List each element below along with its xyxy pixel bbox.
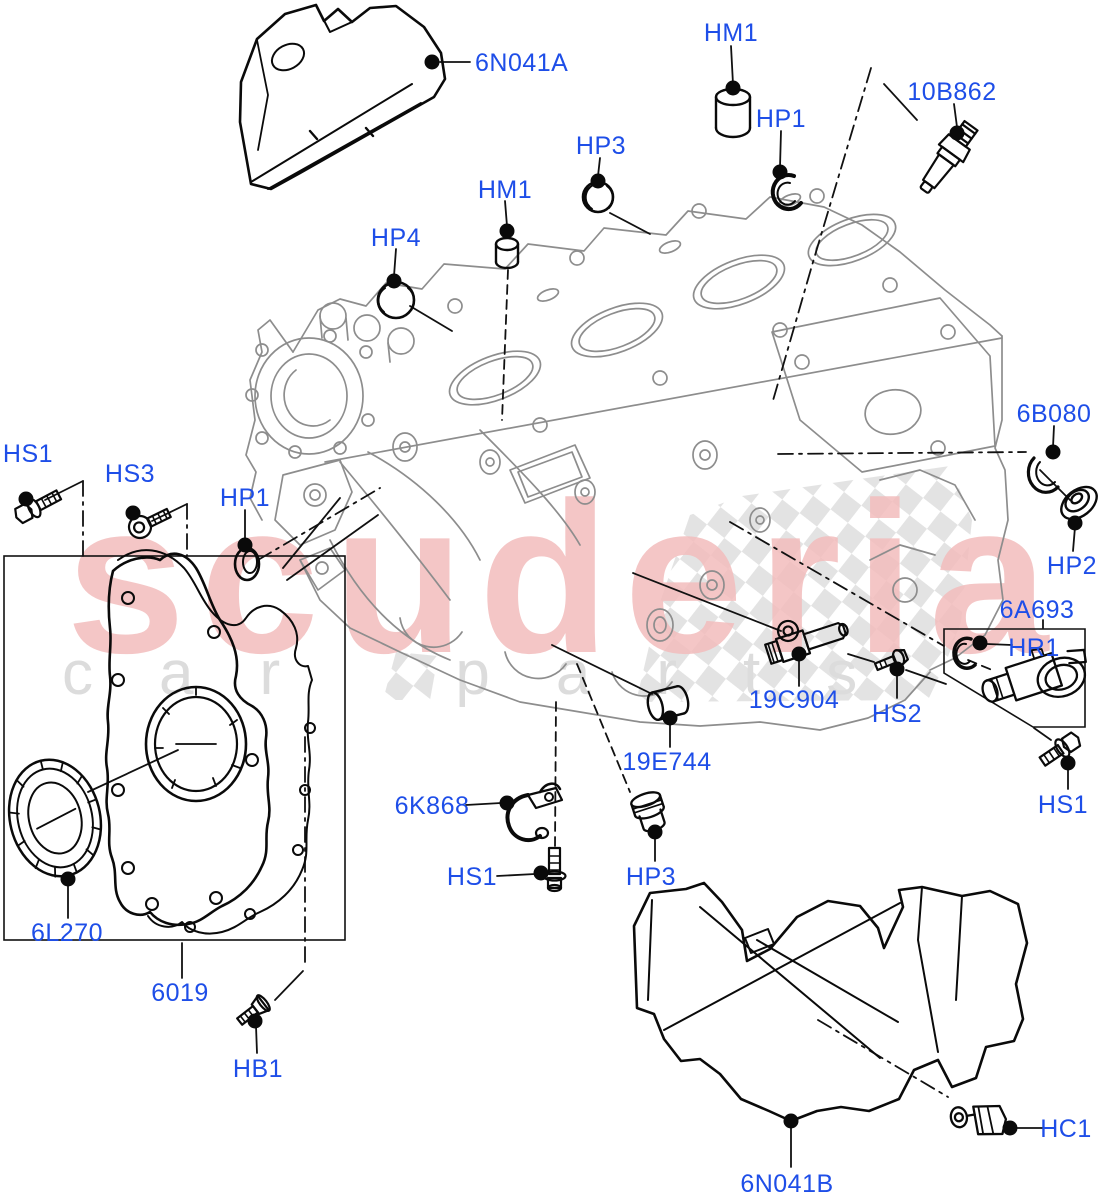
part-label-hm1-mid: HM1 — [477, 176, 533, 204]
part-label-hp1-top: HP1 — [755, 105, 807, 133]
part-label-hm1-top: HM1 — [703, 19, 759, 47]
leader-lines — [44, 45, 1076, 1168]
part-label-6n041a: 6N041A — [475, 49, 569, 77]
part-6a693-sensor — [981, 648, 1087, 703]
part-timing-cover-gasket — [117, 549, 316, 935]
part-label-6n041b: 6N041B — [740, 1170, 834, 1198]
part-label-6019: 6019 — [151, 979, 209, 1007]
part-label-6a693: 6A693 — [999, 596, 1075, 624]
part-label-6l270: 6L270 — [30, 919, 104, 947]
part-label-6b080: 6B080 — [1016, 400, 1092, 428]
part-label-hp3-bottom: HP3 — [625, 863, 677, 891]
part-6n041b-acoustic-cover — [632, 881, 1029, 1123]
watermark-layer: scuderia car parts — [62, 457, 1062, 708]
part-19c904-sensor — [764, 619, 849, 665]
part-label-10b862: 10B862 — [907, 78, 997, 106]
part-label-hp2: HP2 — [1046, 552, 1098, 580]
part-label-hs1-left: HS1 — [2, 440, 54, 468]
exploded-parts — [7, 3, 1098, 1136]
part-hc1-clip — [949, 1104, 1008, 1136]
watermark-brand-text: scuderia — [66, 457, 1062, 698]
part-label-19e744: 19E744 — [622, 748, 712, 776]
assembly-boxes — [3, 555, 1086, 941]
part-label-hp4: HP4 — [370, 224, 422, 252]
part-hr1-clip — [952, 636, 977, 670]
part-6k868-oil-jet — [505, 782, 564, 843]
part-hp3-plug-bottom — [630, 791, 666, 833]
part-6l270-seal — [7, 758, 103, 878]
part-label-hr1: HR1 — [1008, 634, 1060, 662]
part-hp1-plug-top — [770, 173, 803, 212]
part-label-hs2: HS2 — [871, 700, 923, 728]
part-label-hc1: HC1 — [1040, 1115, 1092, 1143]
part-6n041a-acoustic-cover — [238, 3, 447, 191]
part-label-hs3: HS3 — [104, 460, 156, 488]
part-label-19c904: 19C904 — [748, 686, 840, 714]
part-label-hp3-top: HP3 — [575, 132, 627, 160]
part-label-hs1-bottom: HS1 — [446, 863, 498, 891]
part-label-hb1: HB1 — [232, 1055, 284, 1083]
part-hs2-bolt — [873, 649, 909, 672]
checker-flag-watermark — [636, 466, 972, 702]
timing-cover-assembly-box — [3, 555, 346, 941]
part-label-hp1-left: HP1 — [219, 484, 271, 512]
part-10b862-sensor — [919, 119, 979, 194]
part-label-hs1-right: HS1 — [1037, 791, 1089, 819]
callout-dots — [18, 54, 1083, 1136]
part-hp2-plug — [1060, 485, 1098, 521]
part-hs1-bolt-left — [14, 489, 63, 525]
part-6b080-oring — [1026, 456, 1060, 494]
part-label-6k868: 6K868 — [394, 792, 470, 820]
part-hm1-dowel-top — [714, 87, 752, 139]
sensor-assembly-box — [943, 628, 1086, 728]
part-6019-timing-cover — [104, 552, 271, 927]
part-hm1-dowel-middle — [494, 236, 520, 270]
part-hs1-bolt-bottom — [542, 846, 567, 893]
